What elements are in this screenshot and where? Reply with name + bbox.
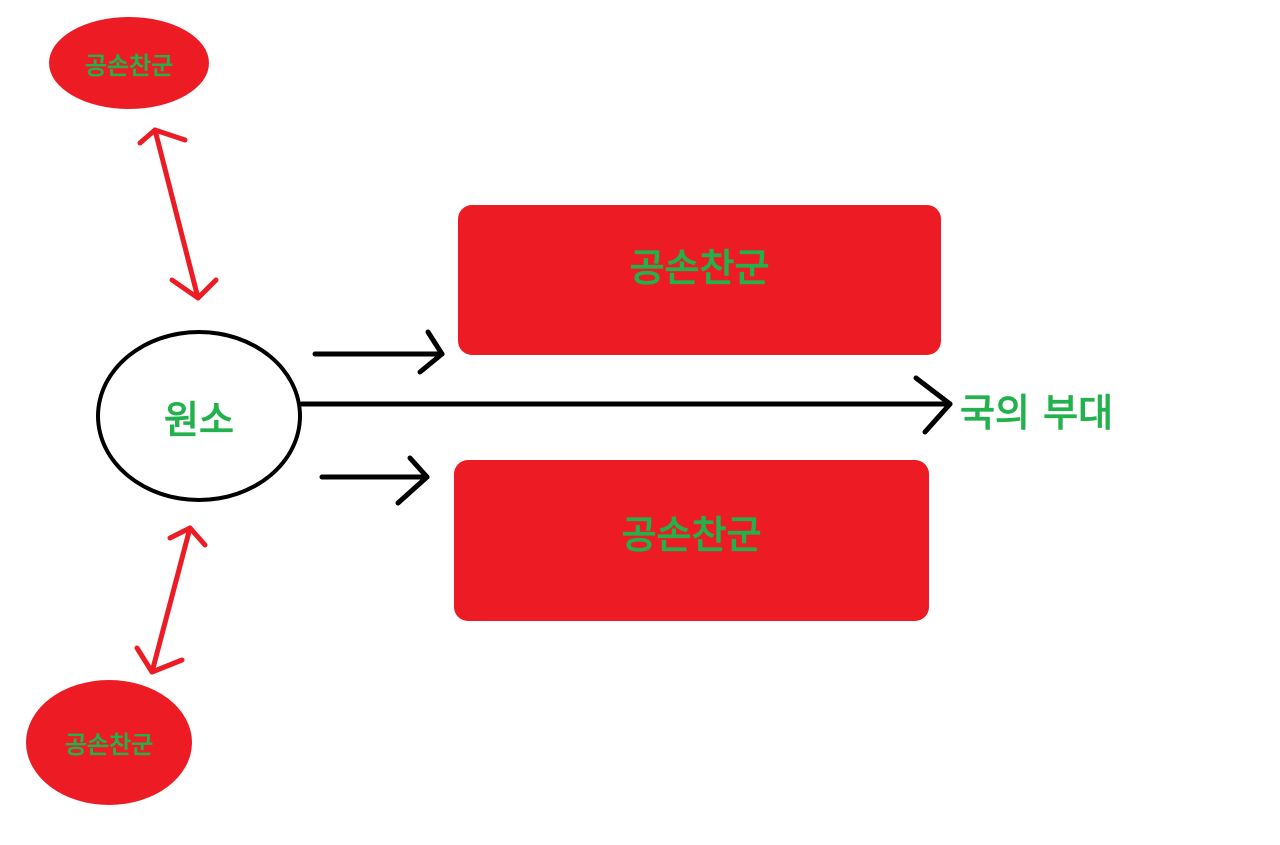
red-double-arrow-bottom xyxy=(134,525,208,675)
center-label: 원소 xyxy=(164,397,234,442)
bottom-ellipse-node: 공손찬군 xyxy=(26,680,192,805)
black-arrow-upper xyxy=(312,329,445,375)
target-label: 국의 부대 xyxy=(960,391,1114,435)
upper-rect-label: 공손찬군 xyxy=(629,246,770,290)
black-arrow-lower xyxy=(319,455,430,506)
upper-rect-node: 공손찬군 xyxy=(458,205,941,355)
center-circle-node: 원소 xyxy=(96,330,302,502)
top-ellipse-label: 공손찬군 xyxy=(84,51,174,80)
red-double-arrow-top xyxy=(137,127,219,301)
lower-rect-node: 공손찬군 xyxy=(454,460,929,621)
black-arrow-main xyxy=(299,375,953,435)
top-ellipse-node: 공손찬군 xyxy=(49,17,209,109)
bottom-ellipse-label: 공손찬군 xyxy=(64,731,154,759)
lower-rect-label: 공손찬군 xyxy=(621,513,762,557)
